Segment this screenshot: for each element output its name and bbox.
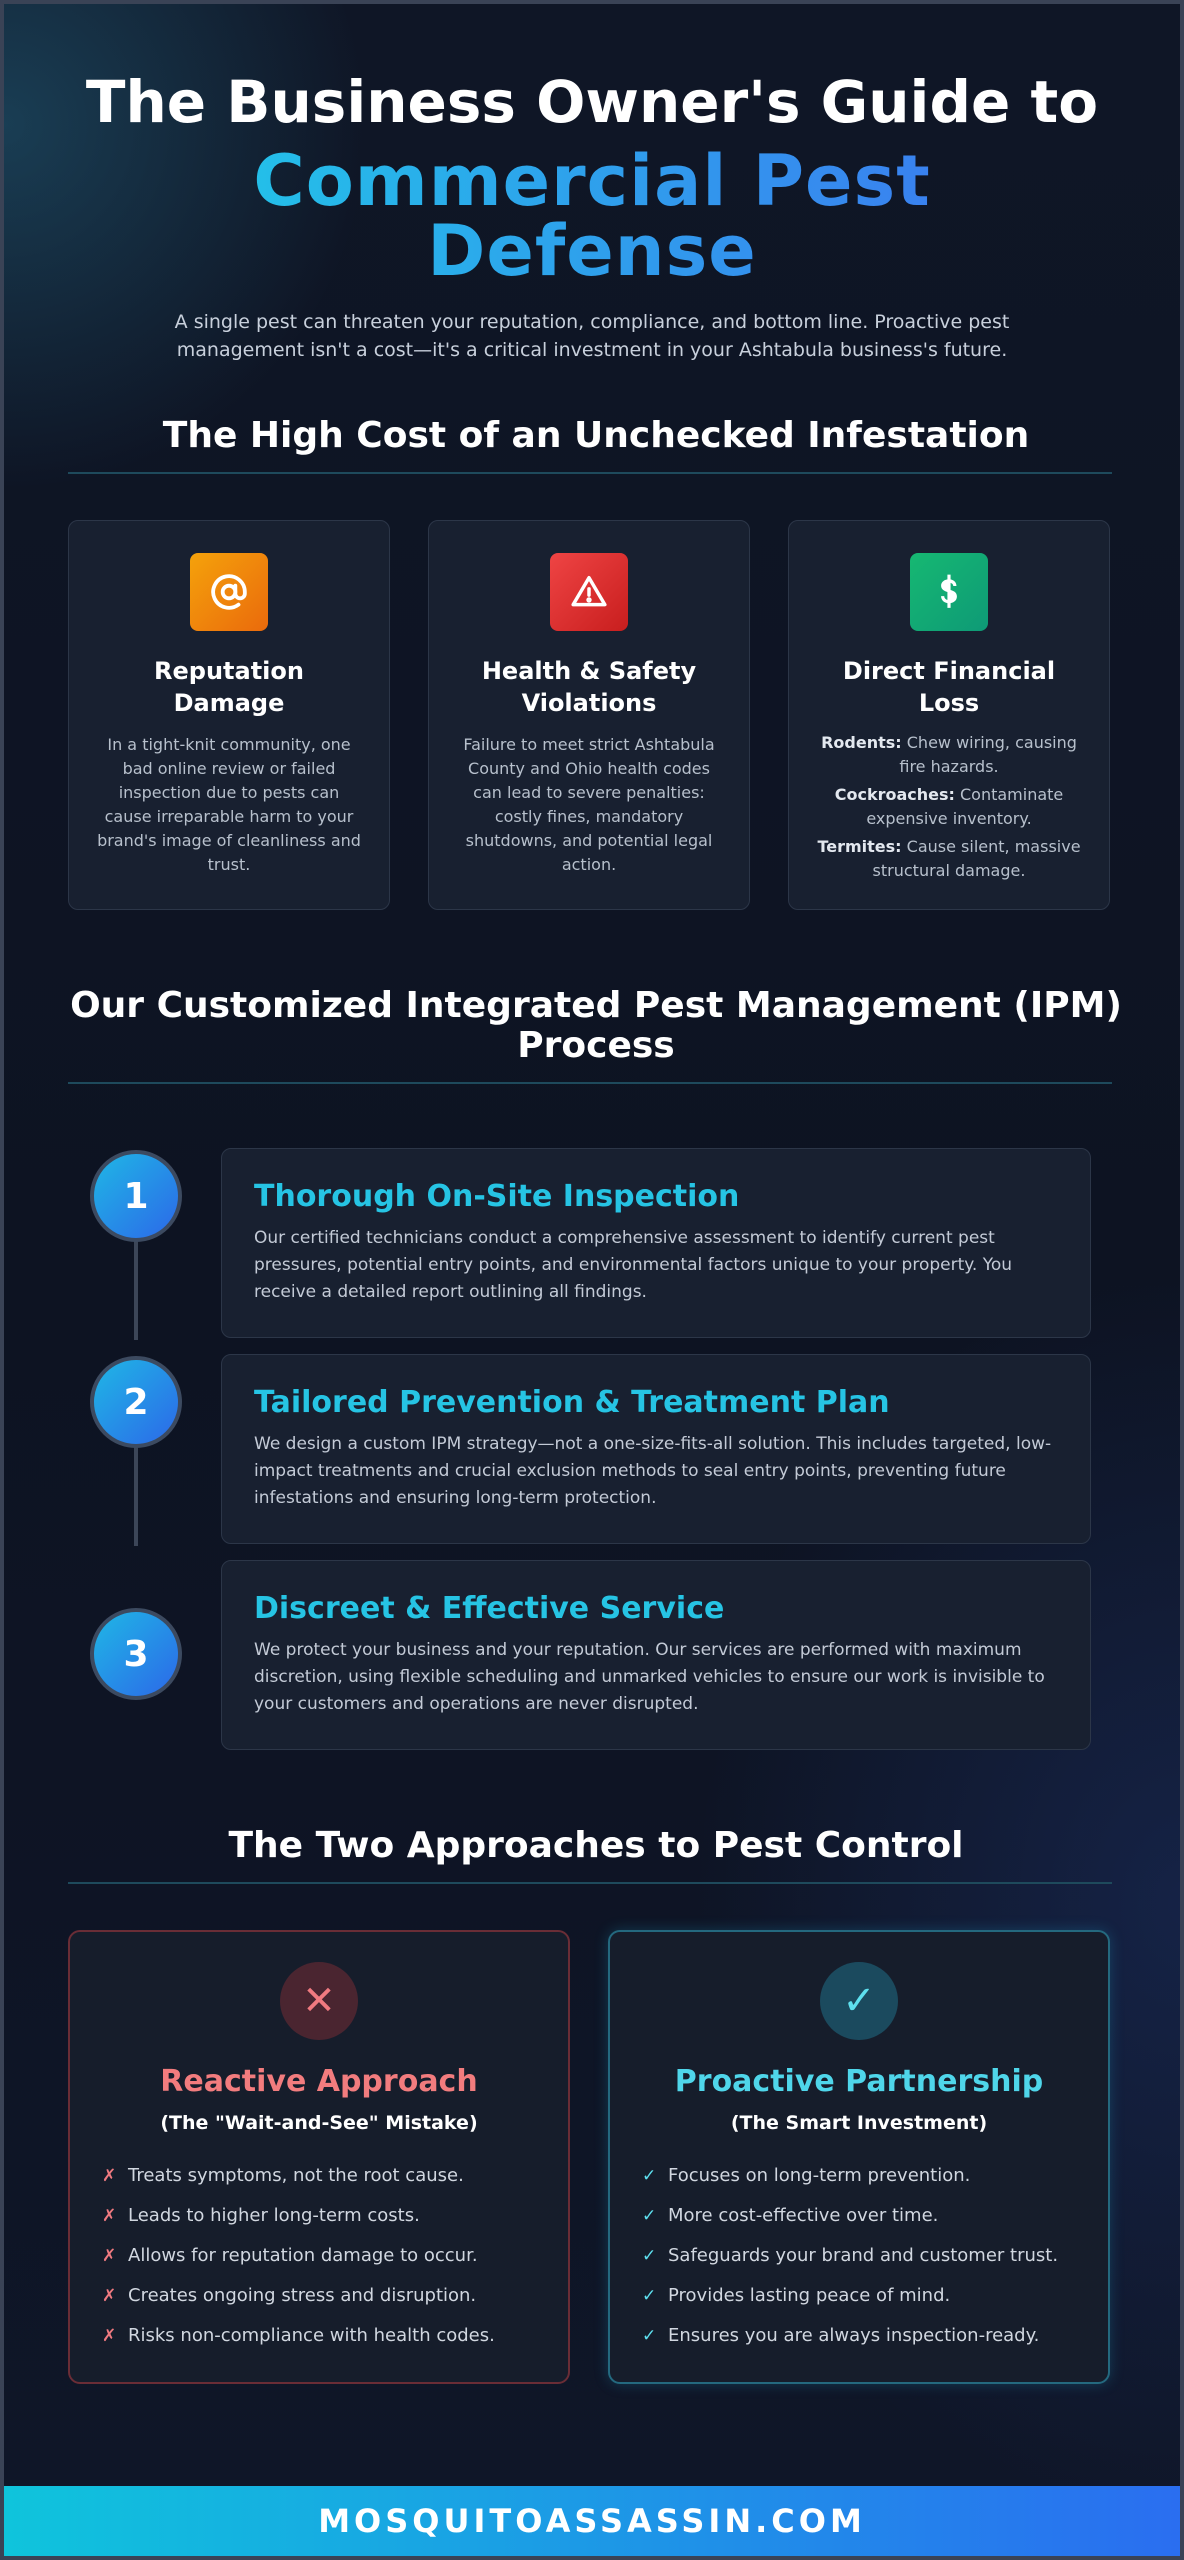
card-title: Direct Financial Loss	[842, 657, 1056, 717]
cross-icon: ✗	[102, 2206, 117, 2226]
step-text: We protect your business and your reputa…	[254, 1640, 1045, 1714]
card-title: Reputation Damage	[154, 657, 304, 717]
cross-icon: ✗	[102, 2166, 117, 2186]
loss-item-label: Rodents:	[821, 733, 902, 752]
cost-card-financial: Direct Financial Loss Rodents: Chew wiri…	[788, 520, 1110, 910]
at-sign-icon	[190, 553, 268, 631]
list-item: ✓ Safeguards your brand and customer trus…	[642, 2236, 1108, 2276]
process-step: Discreet & Effective Service We protect …	[221, 1560, 1091, 1750]
list-item: ✓ Focuses on long-term prevention.	[642, 2156, 1108, 2196]
list-item-text: Treats symptoms, not the root cause.	[128, 2165, 464, 2186]
list-item: ✗ Risks non-compliance with health codes.	[102, 2316, 568, 2356]
list-item: ✓ Provides lasting peace of mind.	[642, 2276, 1108, 2316]
loss-item-label: Termites:	[817, 837, 902, 856]
card-loss-list: Rodents: Chew wiring, causing fire hazar…	[815, 731, 1083, 883]
checkmark-icon: ✓	[642, 2206, 657, 2226]
loss-item: Termites: Cause silent, massive structur…	[815, 835, 1083, 883]
checkmark-icon: ✓	[642, 2326, 657, 2346]
cross-icon: ✗	[102, 2286, 117, 2306]
reactive-title: Reactive Approach	[160, 2064, 478, 2099]
proactive-subtitle: (The Smart Investment)	[730, 2112, 988, 2134]
loss-item-text: Contaminate expensive inventory.	[866, 785, 1064, 828]
cross-icon: ✗	[102, 2246, 117, 2266]
reactive-list: ✗ Treats symptoms, not the root cause. ✗ L…	[102, 2156, 568, 2356]
costs-section-title: The High Cost of an Unchecked Infestatio…	[162, 415, 1030, 456]
list-item: ✓ More cost-effective over time.	[642, 2196, 1108, 2236]
checkmark-icon: ✓	[642, 2246, 657, 2266]
list-item: ✗ Allows for reputation damage to occur.	[102, 2236, 568, 2276]
warning-triangle-icon	[550, 553, 628, 631]
step-title: Discreet & Effective Service	[254, 1591, 725, 1626]
loss-item: Cockroaches: Contaminate expensive inven…	[815, 783, 1083, 831]
card-text: Failure to meet strict Ashtabula County …	[463, 735, 715, 874]
list-item: ✗ Treats symptoms, not the root cause.	[102, 2156, 568, 2196]
hero-title-highlight: Commercial Pest Defense	[192, 146, 992, 286]
list-item: ✗ Leads to higher long-term costs.	[102, 2196, 568, 2236]
proactive-title: Proactive Partnership	[674, 2064, 1044, 2099]
reactive-subtitle: (The "Wait-and-See" Mistake)	[160, 2112, 478, 2134]
loss-item-text: Cause silent, massive structural damage.	[872, 837, 1081, 880]
check-icon: ✓	[820, 1962, 898, 2040]
checkmark-icon: ✓	[642, 2286, 657, 2306]
cost-card-reputation: Reputation Damage In a tight-knit commun…	[68, 520, 390, 910]
step-text: Our certified technicians conduct a comp…	[254, 1228, 1013, 1302]
list-item-text: Ensures you are always inspection-ready.	[668, 2325, 1040, 2346]
list-item-text: More cost-effective over time.	[668, 2205, 939, 2226]
step-number-badge: 2	[90, 1356, 182, 1448]
proactive-approach-card: ✓ Proactive Partnership (The Smart Inves…	[608, 1930, 1110, 2384]
footer-website-link[interactable]: MOSQUITOASSASSIN.COM	[4, 2486, 1180, 2556]
list-item-text: Creates ongoing stress and disruption.	[128, 2285, 477, 2306]
list-item: ✓ Ensures you are always inspection-ready…	[642, 2316, 1108, 2356]
x-icon: ✕	[280, 1962, 358, 2040]
cross-icon: ✗	[102, 2326, 117, 2346]
loss-item-text: Chew wiring, causing fire hazards.	[899, 733, 1077, 776]
step-title: Thorough On-Site Inspection	[254, 1179, 740, 1214]
process-step: Thorough On-Site Inspection Our certifie…	[221, 1148, 1091, 1338]
list-item-text: Leads to higher long-term costs.	[128, 2205, 420, 2226]
cost-card-health: Health & Safety Violations Failure to me…	[428, 520, 750, 910]
hero: The Business Owner's Guide to Commercial…	[4, 64, 1180, 364]
section-divider	[68, 472, 1112, 474]
loss-item: Rodents: Chew wiring, causing fire hazar…	[815, 731, 1083, 779]
money-icon	[910, 553, 988, 631]
list-item-text: Focuses on long-term prevention.	[668, 2165, 971, 2186]
reactive-approach-card: ✕ Reactive Approach (The "Wait-and-See" …	[68, 1930, 570, 2384]
process-step: Tailored Prevention & Treatment Plan We …	[221, 1354, 1091, 1544]
step-number-badge: 3	[90, 1608, 182, 1700]
step-connector	[134, 1240, 138, 1340]
hero-title: The Business Owner's Guide to	[85, 68, 1099, 136]
card-text: In a tight-knit community, one bad onlin…	[97, 735, 361, 874]
section-divider	[68, 1882, 1112, 1884]
step-title: Tailored Prevention & Treatment Plan	[254, 1385, 890, 1420]
list-item-text: Provides lasting peace of mind.	[668, 2285, 951, 2306]
hero-subtitle: A single pest can threaten your reputati…	[174, 311, 1010, 361]
list-item-text: Safeguards your brand and customer trust…	[668, 2245, 1059, 2266]
card-title: Health & Safety Violations	[481, 657, 697, 717]
list-item-text: Risks non-compliance with health codes.	[128, 2325, 495, 2346]
process-section-title: Our Customized Integrated Pest Managemen…	[70, 985, 1122, 1066]
proactive-list: ✓ Focuses on long-term prevention. ✓ More …	[642, 2156, 1108, 2356]
section-divider	[68, 1082, 1112, 1084]
loss-item-label: Cockroaches:	[834, 785, 955, 804]
step-number-badge: 1	[90, 1150, 182, 1242]
list-item-text: Allows for reputation damage to occur.	[128, 2245, 478, 2266]
checkmark-icon: ✓	[642, 2166, 657, 2186]
step-connector	[134, 1446, 138, 1546]
list-item: ✗ Creates ongoing stress and disruption.	[102, 2276, 568, 2316]
approaches-section-title: The Two Approaches to Pest Control	[228, 1825, 964, 1866]
step-text: We design a custom IPM strategy—not a on…	[254, 1434, 1052, 1508]
